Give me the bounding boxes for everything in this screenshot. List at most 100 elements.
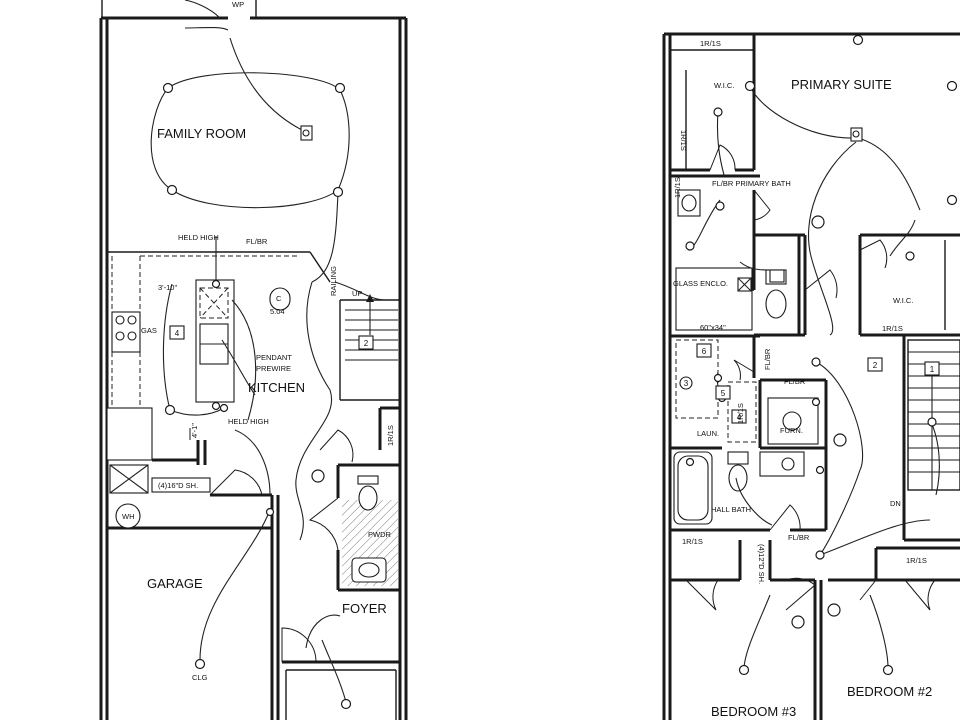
tag-4-kitchen: 4 [175,329,180,338]
note-wp: WP [232,0,244,9]
second-floor-doors [685,144,936,611]
ceiling-light-icon [162,82,174,94]
second-floor-fixtures [673,189,819,525]
note-shelf-coat: 1R/1S [386,425,395,446]
note-shelf-laundry: 1R/1S [736,403,745,424]
note-shelf-bedroom-3: (4)12"D SH. [757,544,766,584]
note-railing: RAILING [329,266,338,296]
tag-box [169,325,185,340]
tag-4-laundry: 4 [737,413,742,422]
room-label-pwdr: PWDR [368,530,391,539]
stair-up [345,294,398,361]
note-held-high-bottom: HELD HIGH [228,417,269,426]
note-held-high-top: HELD HIGH [178,233,219,242]
second-floor-plan: 6 5 4 2 1 3 PRIMARY SUITE W.I.C. W.I.C. … [662,32,960,720]
room-label-bedroom-2: BEDROOM #2 [847,684,932,699]
ceiling-light-icon [685,457,695,467]
primary-toilet-icon [765,289,787,319]
hall-toilet-icon [728,464,748,492]
ceiling-light-icon [744,80,756,92]
ceiling-light-icon [927,417,937,427]
room-label-laundry: LAUN. [697,429,719,438]
room-label-foyer: FOYER [342,601,387,616]
powder-room-fixtures [342,475,398,586]
room-label-hall-bath: HALL BATH [711,505,751,514]
first-floor-tags: 4 2 [169,325,374,350]
ceiling-light-icon [811,397,821,407]
hall-toilet-tank [727,451,749,465]
tag-2-hall: 2 [873,361,878,370]
note-fl-br-kitchen: FL/BR [246,237,268,246]
note-pendant: PENDANT [256,353,292,362]
ceiling-light-icon [811,357,821,367]
ceiling-light-icon [815,465,825,475]
toilet-icon [358,485,378,511]
note-dn: DN [890,499,901,508]
ceiling-light-icon [905,251,915,261]
room-label-wic-2: W.I.C. [893,296,913,305]
ceiling-light-icon [882,664,894,676]
tag-box [358,335,374,350]
smoke-detector-icon [833,433,847,447]
note-clg: CLG [192,673,208,682]
first-floor-plan: 4 2 FAMILY ROOM KITCHEN GARAGE FOYER PWD… [99,0,408,720]
room-label-wic-primary: W.I.C. [714,81,734,90]
tag-2-stair: 2 [364,339,369,348]
smoke-detector-icon [311,469,325,483]
note-dimension-3-10: 3'-10" [158,283,177,292]
garage-fixtures [109,464,211,529]
smoke-detector-icon [811,215,825,229]
note-shelf-wic-primary: 1R/1S [700,39,721,48]
first-floor-doors [189,428,354,663]
room-label-primary-bath: FL/BR PRIMARY BATH [712,179,791,188]
second-floor-wiring [689,85,940,669]
porch-light-icon [340,698,352,710]
ceiling-light-icon [715,201,725,211]
tag-6: 6 [702,347,707,356]
note-callout-5-04: 5.04 [270,307,285,316]
ceiling-light-icon [946,194,958,206]
ceiling-light-icon [713,107,723,117]
bath-fan-icon [769,269,785,283]
arrow-up-icon [366,294,374,302]
note-fl-br-hall: FL/BR [763,348,772,370]
room-label-primary-suite: PRIMARY SUITE [791,77,892,92]
tag-5: 5 [721,389,726,398]
note-fl-br-furnace: FL/BR [784,377,806,386]
ceiling-light-icon [334,82,346,94]
ceiling-light-icon [166,184,178,196]
ceiling-light-icon [265,507,275,517]
ceiling-light-icon [815,550,825,560]
second-floor-tags: 6 5 4 2 1 3 [679,343,940,424]
note-prewire: PREWIRE [256,364,291,373]
note-shelf-hall: 1R/1S [682,537,703,546]
first-floor-wiring [150,0,387,703]
ceiling-light-icon [332,186,344,198]
room-label-garage: GARAGE [147,576,203,591]
callout-box [269,287,291,311]
second-floor-lights [685,34,958,676]
ceiling-light-icon [219,403,229,413]
room-label-bedroom-3: BEDROOM #3 [711,704,796,719]
note-callout-c: C [276,294,282,303]
hall-bath-sink-icon [759,451,805,477]
tag-1-stair: 1 [930,365,935,374]
pendant-light-icon [211,401,221,411]
room-label-glass-enclosure: GLASS ENCLO. [673,279,728,288]
ceiling-light-icon [685,241,695,251]
note-shelf-wic-2: 1R/1S [882,324,903,333]
ceiling-light-icon [946,80,958,92]
note-fl-br-bath: FL/BR [788,533,810,542]
first-floor-lights [162,82,352,710]
garage-light-icon [194,658,206,670]
stair-down [907,339,960,491]
ceiling-light-icon [738,664,750,676]
ceiling-light-icon [852,34,864,46]
water-heater-icon [115,503,141,529]
pendant-light-icon [211,279,221,289]
smoke-detector-icon [791,615,805,629]
room-label-family-room: FAMILY ROOM [157,126,246,141]
note-shelf: (4)16"D SH. [158,481,198,490]
note-gas: GAS [141,326,157,335]
